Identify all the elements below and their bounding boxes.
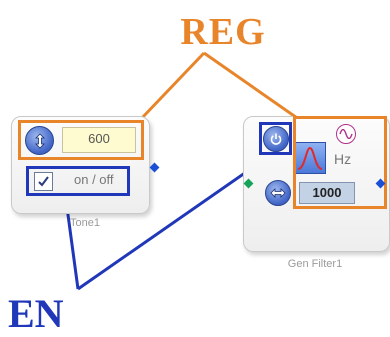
- en-pointer-line-left: [64, 199, 80, 290]
- en-callout-label: EN: [8, 291, 64, 336]
- tone-reg-highlight: [18, 120, 144, 160]
- filter-power-button[interactable]: [263, 126, 289, 152]
- power-icon: [270, 133, 282, 145]
- tone-adjust-button[interactable]: [25, 126, 54, 155]
- bandpass-shape-icon: [294, 142, 326, 174]
- sine-wave-icon: [336, 124, 356, 144]
- filter-reg-highlight: [293, 116, 387, 209]
- tone-value-field[interactable]: 600: [62, 127, 136, 153]
- reg-callout-label: REG: [180, 11, 266, 53]
- filter-adjust-button[interactable]: [265, 180, 291, 206]
- filter-en-highlight: [259, 122, 292, 155]
- tone-module-name: Tone1: [70, 217, 100, 229]
- filter-frequency-field[interactable]: 1000: [299, 182, 355, 204]
- checkmark-icon: [38, 176, 49, 187]
- en-pointer-line-right: [77, 150, 276, 291]
- reg-pointer-line-left: [138, 51, 206, 122]
- tone-enable-checkbox[interactable]: [34, 172, 53, 191]
- up-down-arrows-icon: [34, 132, 45, 149]
- tone-toggle-label: on / off: [74, 172, 114, 187]
- gen-filter-module-name: Gen Filter1: [287, 258, 343, 270]
- reg-pointer-line-right: [203, 51, 301, 122]
- tone-en-highlight: [26, 166, 130, 196]
- left-right-arrows-icon: [270, 188, 286, 198]
- filter-unit-label: Hz: [334, 151, 352, 167]
